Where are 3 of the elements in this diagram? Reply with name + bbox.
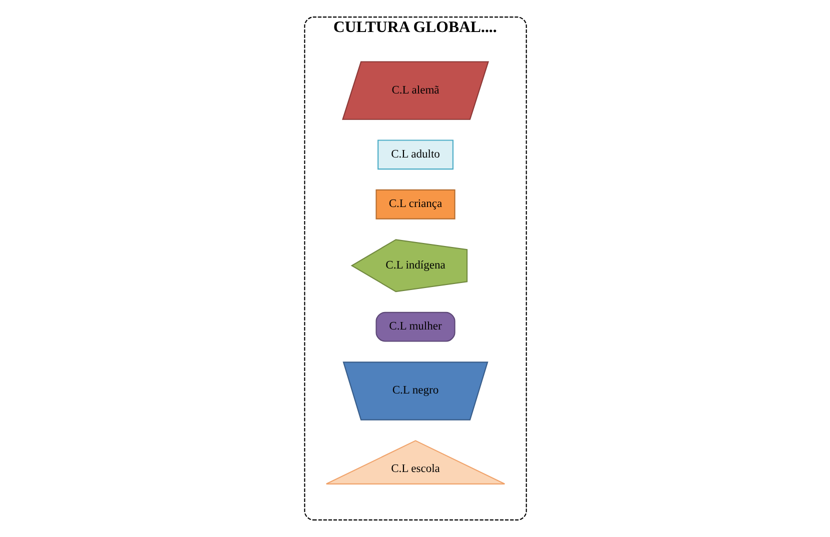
- node-box: C.L adulto: [377, 140, 453, 170]
- node-box: C.L mulher: [375, 312, 455, 342]
- node-box: C.L criança: [375, 189, 455, 220]
